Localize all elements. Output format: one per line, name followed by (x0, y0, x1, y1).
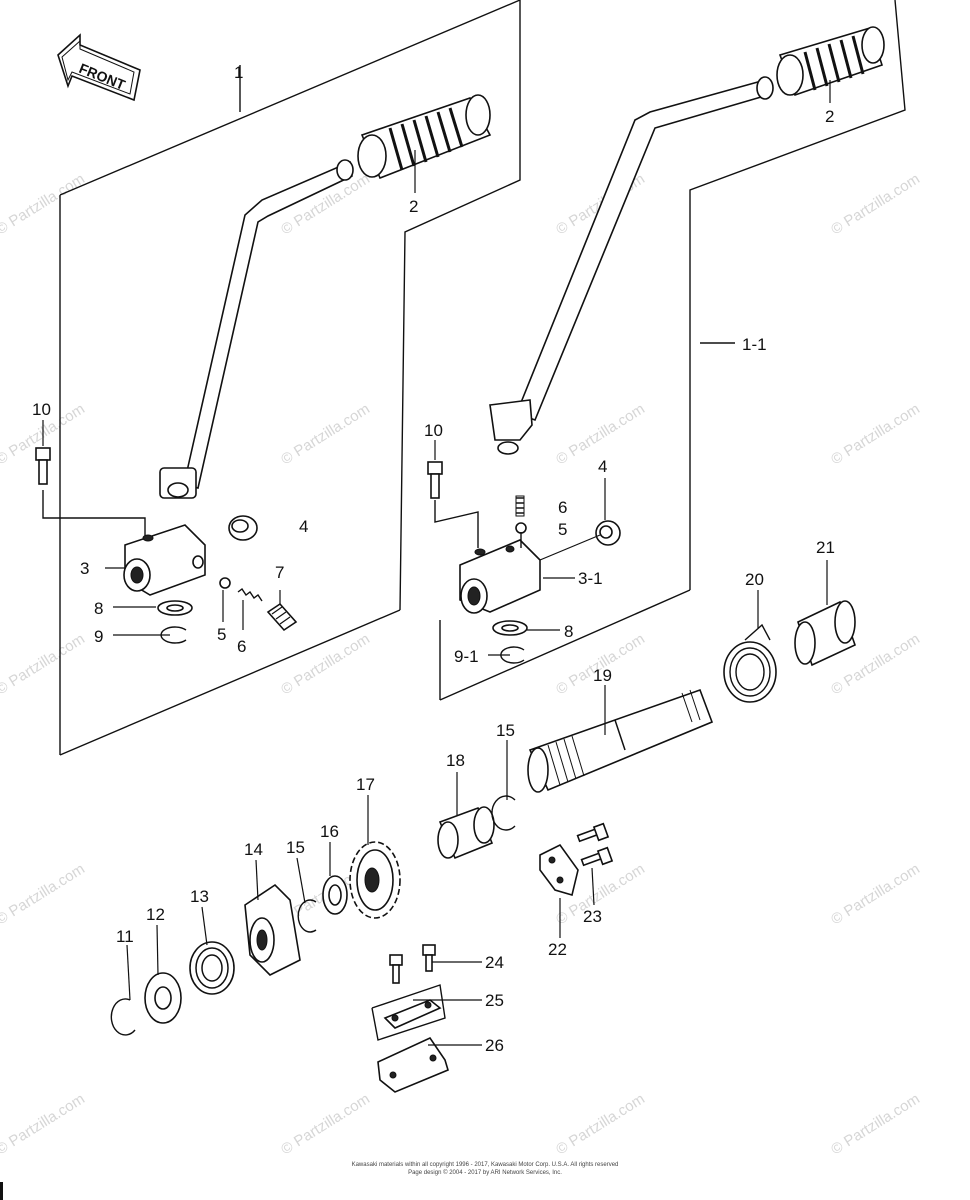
kick-pedal-rubber-right (776, 26, 885, 97)
leader-lines (42, 80, 831, 1046)
callout-6: 6 (237, 637, 246, 656)
plate-25 (371, 984, 446, 1041)
callout-16: 16 (320, 822, 339, 841)
ball-5-left (219, 577, 231, 589)
callout-20: 20 (745, 570, 764, 589)
watermark: © Partzilla.com (0, 860, 88, 928)
callout-17: 17 (356, 775, 375, 794)
callout-22: 22 (548, 940, 567, 959)
spring-6-left (237, 587, 263, 602)
callout-8: 8 (94, 599, 103, 618)
callout-25: 25 (485, 991, 504, 1010)
callout-15: 15 (286, 838, 305, 857)
cap-4-left (228, 515, 258, 541)
callout-15: 15 (496, 721, 515, 740)
callout-3: 3 (80, 559, 89, 578)
callout-12: 12 (146, 905, 165, 924)
kick-lever-right (489, 76, 774, 455)
callout-5: 5 (558, 520, 567, 539)
cap-4-right (595, 520, 621, 546)
bolt-24b (422, 944, 436, 972)
spring-6-right (515, 495, 525, 517)
callout-9-1: 9-1 (454, 647, 479, 666)
watermark: © Partzilla.com (828, 1090, 923, 1158)
bolt-10-right (427, 461, 479, 548)
ratchet-14 (244, 883, 301, 976)
circlip-15b (297, 899, 317, 933)
washer-16 (322, 875, 348, 915)
watermark: © Partzilla.com (828, 860, 923, 928)
front-arrow-badge: FRONT (57, 33, 141, 102)
callout-2: 2 (825, 107, 834, 126)
watermark: © Partzilla.com (553, 1090, 648, 1158)
spring-guide-21 (794, 600, 856, 667)
callout-10: 10 (424, 421, 443, 440)
watermark: © Partzilla.com (278, 400, 373, 468)
boss-3-1 (459, 539, 541, 614)
callout-21: 21 (816, 538, 835, 557)
callout-labels: 1 2 2 1-1 10 10 4 4 3 3-1 7 6 6 5 5 8 8 … (32, 63, 835, 1055)
copyright-footer: Kawasaki materials within all copyright … (352, 1162, 619, 1176)
callout-4: 4 (598, 457, 607, 476)
assembly-outline-left (59, 0, 521, 756)
kick-pedal-rubber-left (357, 94, 492, 180)
washer-12 (144, 972, 182, 1024)
callout-11: 11 (116, 927, 134, 946)
callout-14: 14 (244, 840, 263, 859)
bracket-26 (377, 1036, 449, 1093)
ball-5-right (515, 522, 527, 534)
edge-mark (0, 1182, 3, 1200)
footer-copyright: Kawasaki materials within all copyright … (352, 1162, 619, 1168)
circlip-15a (491, 795, 516, 831)
kick-lever-left (159, 159, 354, 499)
callout-10: 10 (32, 400, 51, 419)
watermark: © Partzilla.com (0, 170, 88, 238)
callout-13: 13 (190, 887, 209, 906)
callout-24: 24 (485, 953, 504, 972)
callout-4: 4 (299, 517, 308, 536)
callout-5: 5 (217, 625, 226, 644)
collar-18 (437, 806, 495, 860)
watermark: © Partzilla.com (0, 1090, 88, 1158)
callout-7: 7 (275, 563, 284, 582)
washer-8-left (157, 600, 193, 616)
spring-13 (189, 941, 235, 995)
callout-26: 26 (485, 1036, 504, 1055)
plate-22 (539, 843, 579, 897)
bolt-24a (389, 954, 403, 984)
assembly-outline-right (439, 0, 906, 701)
torsion-spring-20 (723, 623, 777, 703)
callout-19: 19 (593, 666, 612, 685)
bolt-23b (580, 846, 614, 867)
callout-6: 6 (558, 498, 567, 517)
callout-18: 18 (446, 751, 465, 770)
watermark: © Partzilla.com (828, 170, 923, 238)
watermark: © Partzilla.com (278, 1090, 373, 1158)
bolt-23a (576, 822, 610, 843)
callout-23: 23 (583, 907, 602, 926)
callout-1: 1 (234, 63, 243, 82)
callout-9: 9 (94, 627, 103, 646)
watermark: © Partzilla.com (278, 630, 373, 698)
callout-1-1: 1-1 (742, 335, 767, 354)
kickstarter-shaft-19 (527, 688, 714, 793)
kick-gear-17 (349, 841, 401, 919)
watermark: © Partzilla.com (828, 400, 923, 468)
watermark: © Partzilla.com (0, 630, 88, 698)
circlip-11 (110, 998, 136, 1036)
washer-8-right (492, 620, 528, 636)
callout-8: 8 (564, 622, 573, 641)
footer-page-design: Page design © 2004 - 2017 by ARI Network… (408, 1169, 562, 1176)
boss-3 (123, 524, 206, 596)
pin-7 (266, 602, 298, 632)
callout-2: 2 (409, 197, 418, 216)
callout-3-1: 3-1 (578, 569, 603, 588)
bolt-10-left (35, 447, 146, 538)
